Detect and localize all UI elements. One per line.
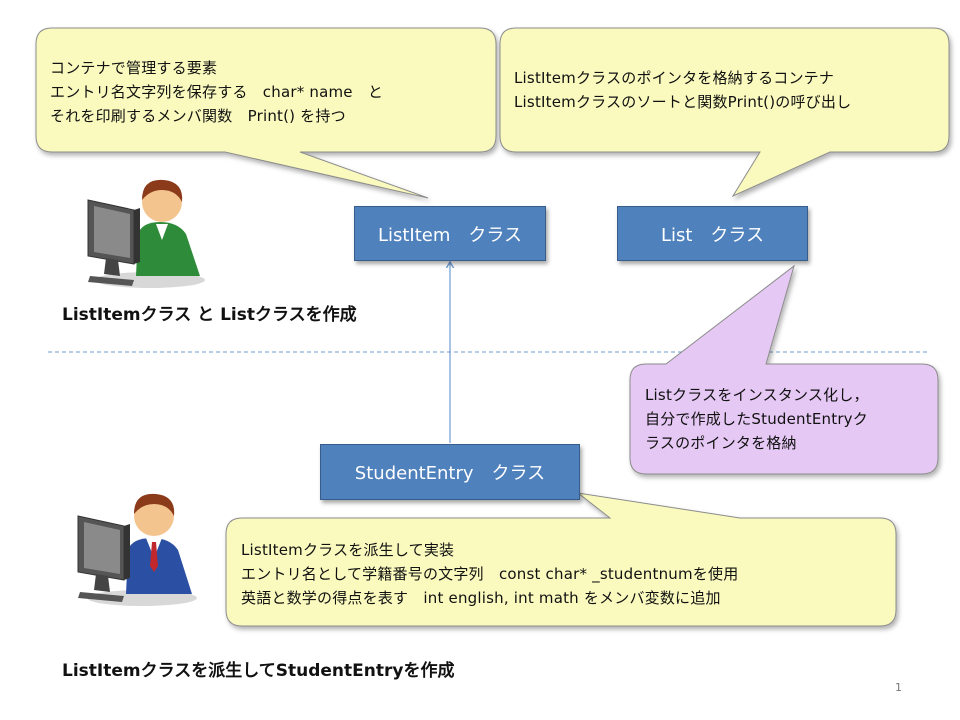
person-at-computer-icon bbox=[87, 179, 205, 288]
callout-listitem-line: コンテナで管理する要素 bbox=[50, 59, 218, 77]
callout-listitem-shape bbox=[35, 27, 497, 199]
callout-list-instance-shape bbox=[629, 264, 939, 475]
caption-bottom: ListItemクラスを派生してStudentEntryを作成 bbox=[62, 661, 455, 681]
studententry-class-box[interactable]: StudentEntry クラス bbox=[320, 444, 580, 500]
callout-list-instance: Listクラスをインスタンス化し， 自分で作成したStudentEntryク ラ… bbox=[645, 383, 869, 455]
callout-list-line: ListItemクラスのソートと関数Print()の呼び出し bbox=[514, 93, 852, 111]
callout-list-instance-line: Listクラスをインスタンス化し， bbox=[645, 386, 869, 404]
callout-student-line: ListItemクラスを派生して実装 bbox=[241, 541, 455, 559]
callout-listitem: コンテナで管理する要素 エントリ名文字列を保存する char* name と そ… bbox=[50, 56, 383, 128]
callout-listitem-line: それを印刷するメンバ関数 Print() を持つ bbox=[50, 107, 346, 125]
listitem-class-box[interactable]: ListItem クラス bbox=[354, 206, 546, 261]
callout-student-line: 英語と数学の得点を表す int english, int math をメンバ変数… bbox=[241, 589, 721, 607]
businessman-at-computer-icon bbox=[77, 493, 197, 606]
page-number: 1 bbox=[895, 681, 902, 694]
callout-list-line: ListItemクラスのポインタを格納するコンテナ bbox=[514, 69, 835, 87]
callout-list-shape bbox=[499, 27, 950, 198]
callout-list-instance-line: ラスのポインタを格納 bbox=[645, 434, 797, 452]
list-class-box[interactable]: List クラス bbox=[617, 206, 808, 261]
callout-student: ListItemクラスを派生して実装 エントリ名として学籍番号の文字列 cons… bbox=[241, 538, 738, 610]
callout-list: ListItemクラスのポインタを格納するコンテナ ListItemクラスのソー… bbox=[514, 66, 851, 114]
callout-list-instance-line: 自分で作成したStudentEntryク bbox=[645, 410, 868, 428]
caption-top: ListItemクラス と Listクラスを作成 bbox=[62, 305, 357, 325]
callout-student-shape bbox=[225, 492, 897, 627]
callout-listitem-line: エントリ名文字列を保存する char* name と bbox=[50, 83, 384, 101]
callout-student-line: エントリ名として学籍番号の文字列 const char* _studentnum… bbox=[241, 565, 739, 583]
